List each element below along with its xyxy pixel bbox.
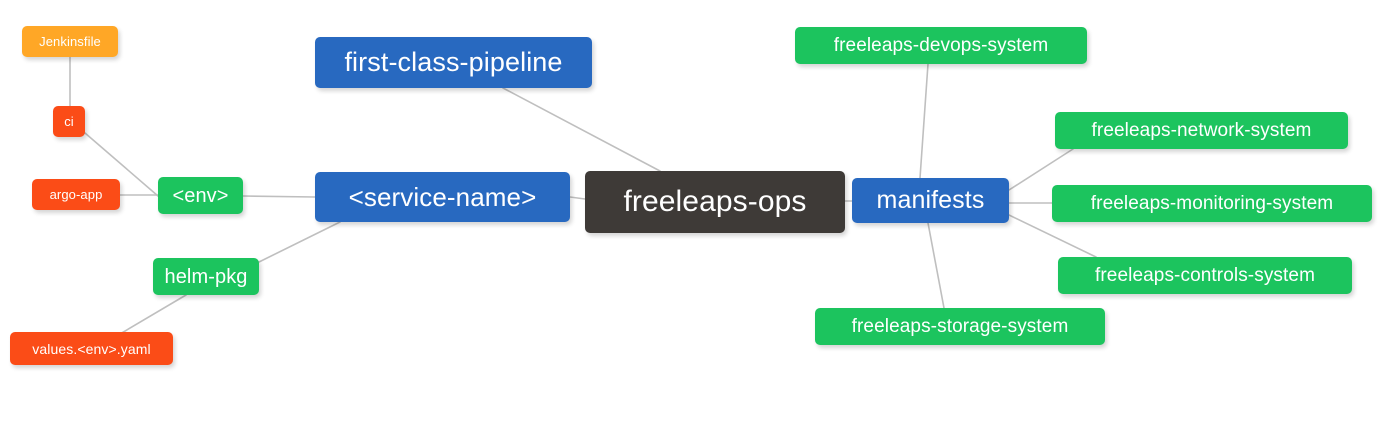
edge-manifests-to-freeleaps-devops-system xyxy=(919,63,929,179)
node-label-freeleaps-monitoring-system: freeleaps-monitoring-system xyxy=(1090,193,1334,214)
node-label-service-name: <service-name> xyxy=(348,182,537,212)
node-freeleaps-controls-system[interactable]: freeleaps-controls-system xyxy=(1058,257,1352,294)
node-label-helm-pkg: helm-pkg xyxy=(164,265,248,288)
edge-manifests-to-freeleaps-network-system xyxy=(1008,148,1074,191)
edge-env-to-service-name xyxy=(242,195,316,198)
node-manifests[interactable]: manifests xyxy=(852,178,1009,223)
node-freeleaps-network-system[interactable]: freeleaps-network-system xyxy=(1055,112,1348,149)
node-label-freeleaps-storage-system: freeleaps-storage-system xyxy=(851,316,1069,337)
node-label-freeleaps-ops: freeleaps-ops xyxy=(623,185,807,218)
node-label-values-env-yaml: values.<env>.yaml xyxy=(32,340,151,357)
node-service-name[interactable]: <service-name> xyxy=(315,172,570,222)
node-first-class-pipeline[interactable]: first-class-pipeline xyxy=(315,37,592,88)
node-label-freeleaps-controls-system: freeleaps-controls-system xyxy=(1094,265,1316,286)
node-label-env: <env> xyxy=(172,184,229,207)
node-label-freeleaps-network-system: freeleaps-network-system xyxy=(1091,120,1312,141)
node-ci[interactable]: ci xyxy=(53,106,85,137)
edge-service-name-to-helm-pkg xyxy=(258,221,341,263)
node-label-manifests: manifests xyxy=(876,186,985,214)
edge-first-class-pipeline-to-freeleaps-ops xyxy=(502,87,661,172)
node-label-ci: ci xyxy=(64,114,74,129)
node-label-first-class-pipeline: first-class-pipeline xyxy=(344,47,563,77)
node-argo-app[interactable]: argo-app xyxy=(32,179,120,210)
node-label-jenkinsfile: Jenkinsfile xyxy=(39,34,101,49)
node-label-freeleaps-devops-system: freeleaps-devops-system xyxy=(833,35,1049,56)
edge-service-name-to-freeleaps-ops xyxy=(569,196,586,200)
node-helm-pkg[interactable]: helm-pkg xyxy=(153,258,259,295)
node-freeleaps-ops[interactable]: freeleaps-ops xyxy=(585,171,845,233)
node-label-argo-app: argo-app xyxy=(49,187,103,202)
edge-helm-pkg-to-values-env-yaml xyxy=(119,294,187,335)
node-env[interactable]: <env> xyxy=(158,177,243,214)
node-freeleaps-storage-system[interactable]: freeleaps-storage-system xyxy=(815,308,1105,345)
node-freeleaps-devops-system[interactable]: freeleaps-devops-system xyxy=(795,27,1087,64)
node-values-env-yaml[interactable]: values.<env>.yaml xyxy=(10,332,173,365)
node-jenkinsfile[interactable]: Jenkinsfile xyxy=(22,26,118,57)
edge-manifests-to-freeleaps-storage-system xyxy=(927,222,945,309)
node-freeleaps-monitoring-system[interactable]: freeleaps-monitoring-system xyxy=(1052,185,1372,222)
